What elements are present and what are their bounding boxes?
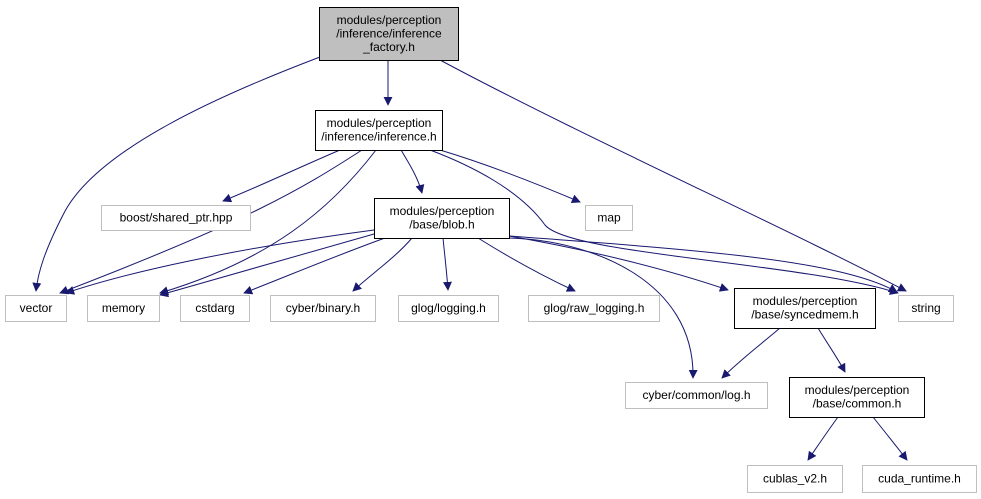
edge-inference-to-vector: [59, 149, 363, 295]
node-label-line: /inference/inference: [336, 26, 442, 40]
edge-common-to-cuda-runtime: [872, 416, 908, 461]
node-box: [398, 295, 499, 322]
node-label-line: vector: [20, 301, 53, 315]
node-label-line: boost/shared_ptr.hpp: [120, 210, 233, 224]
node-label-line: glog/logging.h: [411, 301, 486, 315]
node-blob[interactable]: modules/perception/base/blob.h: [374, 198, 510, 239]
node-label-line: cstdarg: [195, 301, 234, 315]
edge-blob-to-string: [508, 235, 898, 293]
edge-blob-to-glog-raw-logging: [477, 237, 576, 292]
edge-blob-to-vector: [65, 229, 375, 295]
node-box: [747, 465, 843, 493]
edge-blob-to-syncedmem: [508, 235, 729, 292]
node-box: [374, 198, 510, 239]
node-label-line: modules/perception: [327, 116, 432, 130]
node-label-line: cuda_runtime.h: [878, 471, 961, 485]
edge-inference-to-memory: [159, 149, 377, 295]
node-string: string: [898, 295, 954, 322]
node-box: [319, 7, 459, 61]
node-box: [585, 205, 633, 231]
node-box: [528, 295, 660, 322]
nodes-layer: modules/perception/inference/inference_f…: [5, 7, 977, 493]
edge-blob-to-cstdarg: [243, 237, 386, 295]
edges-layer: [32, 56, 908, 461]
node-label-line: memory: [102, 301, 145, 315]
node-box: [789, 377, 925, 418]
node-label-line: map: [597, 210, 621, 224]
edge-blob-to-glog-logging: [442, 237, 452, 291]
edge-inference-factory-to-string: [439, 59, 907, 292]
node-cuda-runtime: cuda_runtime.h: [862, 465, 977, 493]
node-label-line: modules/perception: [805, 383, 910, 397]
node-label-line: _factory.h: [362, 40, 415, 54]
node-label-line: /base/syncedmem.h: [751, 308, 858, 322]
node-box: [315, 110, 443, 151]
node-memory: memory: [87, 295, 160, 322]
node-label-line: modules/perception: [337, 13, 442, 27]
node-label-line: modules/perception: [390, 204, 495, 218]
node-boost-shared-ptr: boost/shared_ptr.hpp: [101, 205, 251, 231]
node-box: [180, 295, 250, 322]
node-label-line: /inference/inference.h: [321, 130, 436, 144]
edge-inference-to-blob: [400, 149, 425, 194]
node-box: [101, 205, 251, 231]
node-inference-factory[interactable]: modules/perception/inference/inference_f…: [319, 7, 459, 61]
node-label-line: cublas_v2.h: [763, 471, 827, 485]
node-inference[interactable]: modules/perception/inference/inference.h: [315, 110, 443, 151]
node-cyber-binary: cyber/binary.h: [270, 295, 376, 322]
node-cublas: cublas_v2.h: [747, 465, 843, 493]
node-label-line: cyber/binary.h: [286, 301, 360, 315]
edge-inference-factory-to-vector: [32, 56, 321, 292]
node-glog-logging: glog/logging.h: [398, 295, 499, 322]
node-box: [5, 295, 67, 322]
node-label-line: modules/perception: [753, 294, 858, 308]
node-common[interactable]: modules/perception/base/common.h: [789, 377, 925, 418]
node-syncedmem[interactable]: modules/perception/base/syncedmem.h: [734, 288, 876, 329]
edge-blob-to-cyber-binary: [352, 237, 413, 292]
node-vector: vector: [5, 295, 67, 322]
node-box: [862, 465, 977, 493]
edge-syncedmem-to-common: [817, 327, 846, 373]
node-cstdarg: cstdarg: [180, 295, 250, 322]
node-box: [625, 382, 768, 409]
node-cyber-common-log: cyber/common/log.h: [625, 382, 768, 409]
node-label-line: /base/blob.h: [409, 218, 474, 232]
edge-inference-to-string: [429, 149, 899, 295]
edge-inference-to-map: [439, 149, 581, 203]
node-glog-raw-logging: glog/raw_logging.h: [528, 295, 660, 322]
edge-common-to-cublas: [807, 416, 839, 461]
node-label-line: glog/raw_logging.h: [544, 301, 645, 315]
node-map: map: [585, 205, 633, 231]
node-box: [734, 288, 876, 329]
node-box: [270, 295, 376, 322]
edge-blob-to-memory: [159, 233, 375, 298]
node-label-line: cyber/common/log.h: [642, 388, 750, 402]
edge-syncedmem-to-cyber-common-log: [721, 327, 781, 379]
node-box: [87, 295, 160, 322]
node-label-line: /base/common.h: [813, 397, 902, 411]
edge-blob-to-cyber-common-log: [508, 237, 698, 379]
node-label-line: string: [911, 301, 940, 315]
edge-inference-to-boost-shared-ptr: [222, 149, 341, 203]
node-box: [898, 295, 954, 322]
